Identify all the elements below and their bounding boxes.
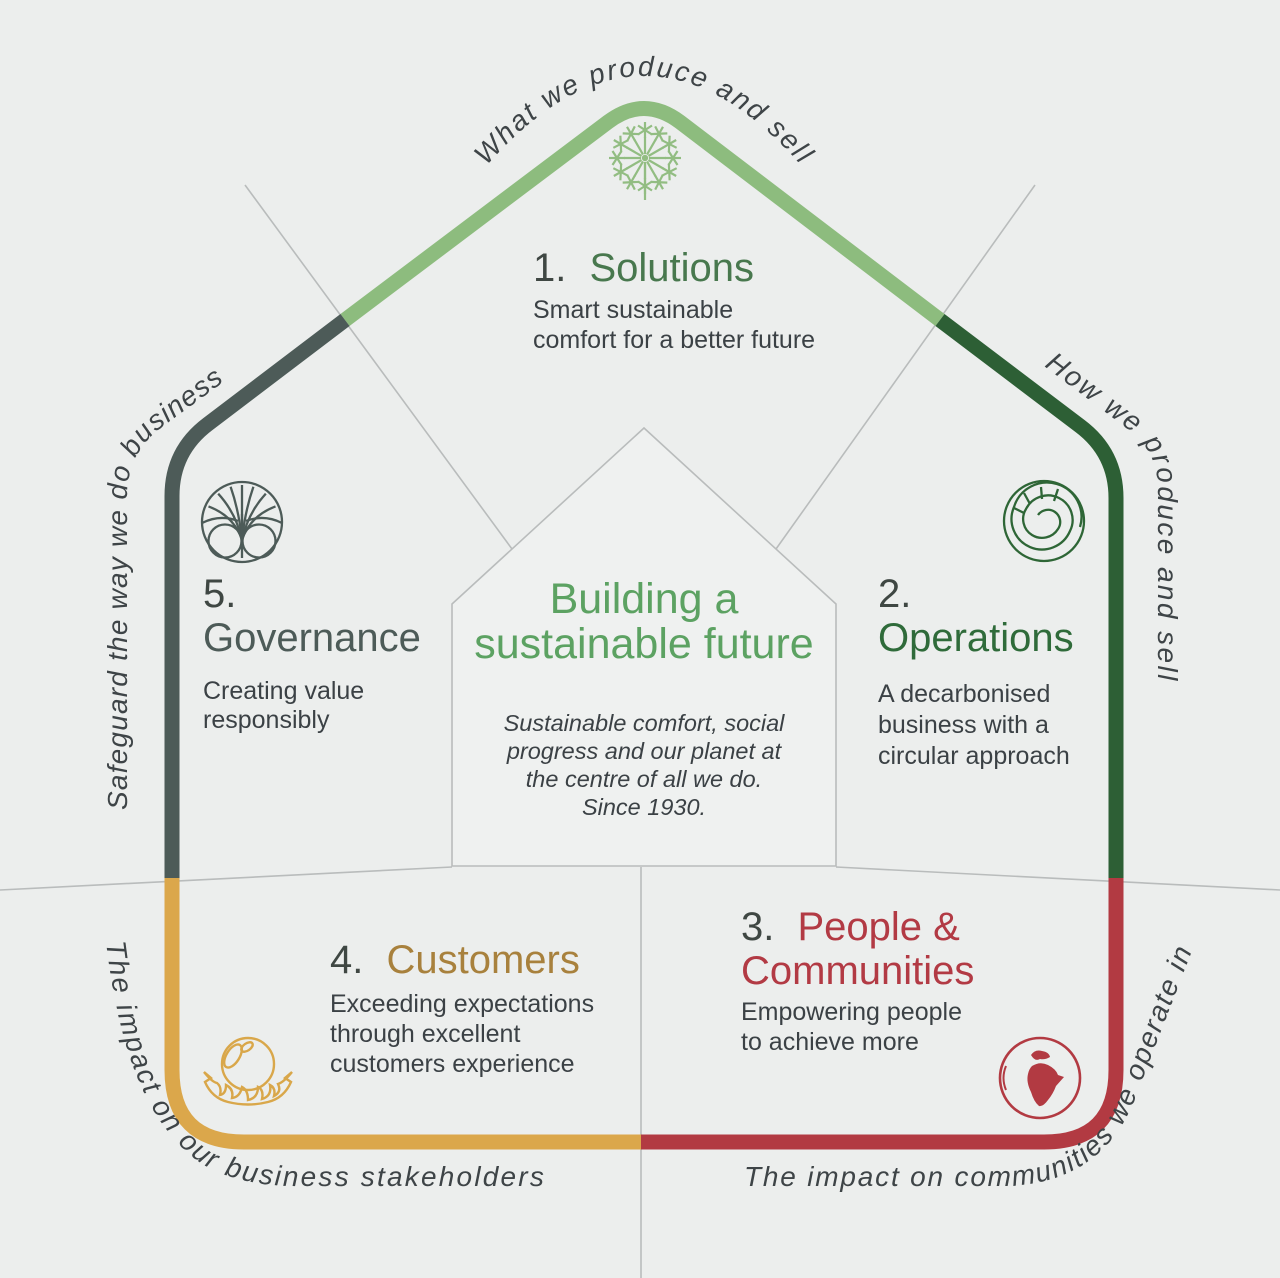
operations-number: 2. <box>878 572 911 616</box>
customers-desc-line: Exceeding expectations <box>330 990 594 1018</box>
nautilus-spiral <box>1010 481 1083 551</box>
center-body-line: Since 1930. <box>582 794 706 820</box>
stripe-governance <box>164 314 350 878</box>
nautilus-circle <box>1002 479 1086 563</box>
center-body-line: progress and our planet at <box>506 738 783 764</box>
globe-africa <box>1027 1063 1064 1107</box>
house-border <box>164 101 1124 1150</box>
operations-title: Operations <box>878 616 1074 660</box>
globe-europe <box>1031 1050 1050 1060</box>
dandelion-icon <box>607 120 683 200</box>
center-heading-line1: Building a <box>550 575 739 623</box>
divider-top-left <box>244 184 513 550</box>
solutions-desc-line: comfort for a better future <box>533 326 815 354</box>
center-house-panel <box>451 426 837 867</box>
customers-number: 4. <box>330 938 363 982</box>
center-body-line: Sustainable comfort, social <box>504 710 786 736</box>
customers-heading: 4. Customers <box>330 938 580 982</box>
people-number: 3. <box>741 905 774 949</box>
solutions-desc-line: Smart sustainable <box>533 296 733 324</box>
customers-title: Customers <box>386 938 579 982</box>
divider-left <box>0 866 453 891</box>
governance-number: 5. <box>203 572 236 616</box>
pearl-sphere <box>220 1036 276 1092</box>
people-heading: 3. People & <box>741 905 960 949</box>
globe-icon <box>998 1036 1082 1120</box>
solutions-title: Solutions <box>589 246 754 290</box>
divider-top-right <box>775 184 1036 550</box>
center-body-line: the centre of all we do. <box>526 766 762 792</box>
solutions-number: 1. <box>533 246 566 290</box>
center-content: Building a sustainable future Sustainabl… <box>474 575 813 820</box>
stripe-operations <box>935 314 1124 878</box>
people-desc-line: Empowering people <box>741 998 962 1026</box>
oyster-shell <box>203 1071 293 1106</box>
nautilus-icon <box>1002 479 1086 563</box>
governance-title: Governance <box>203 616 421 660</box>
section-solutions: 1. Solutions Smart sustainable comfort f… <box>533 246 815 354</box>
solutions-heading: 1. Solutions <box>533 246 754 290</box>
governance-desc-line: responsibly <box>203 706 330 734</box>
dandelion-core <box>641 154 649 162</box>
globe-circle <box>998 1036 1082 1120</box>
stripe-solutions <box>340 101 945 326</box>
operations-desc-line: circular approach <box>878 742 1070 770</box>
section-customers: 4. Customers Exceeding expectations thro… <box>330 938 594 1078</box>
pearl-icon <box>203 1036 293 1106</box>
section-governance: 5. Governance Creating value responsibly <box>203 572 421 734</box>
people-title-line1: People & <box>797 905 960 949</box>
people-title-line2: Communities <box>741 949 974 993</box>
customers-desc-line: through excellent <box>330 1020 520 1048</box>
divider-lines <box>0 184 1280 1278</box>
section-people: 3. People & Communities Empowering peopl… <box>741 905 974 1056</box>
center-heading-line2: sustainable future <box>474 620 813 668</box>
operations-desc-line: A decarbonised <box>878 680 1050 708</box>
stripe-people <box>641 878 1124 1150</box>
customers-desc-line: customers experience <box>330 1050 575 1078</box>
globe-meridian <box>1002 1065 1007 1091</box>
section-operations: 2. Operations A decarbonised business wi… <box>878 572 1074 770</box>
people-desc-line: to achieve more <box>741 1028 919 1056</box>
governance-desc-line: Creating value <box>203 677 364 705</box>
operations-desc-line: business with a <box>878 711 1049 739</box>
tree-icon <box>200 480 284 564</box>
stripe-customers <box>164 878 641 1150</box>
divider-right <box>835 866 1280 891</box>
